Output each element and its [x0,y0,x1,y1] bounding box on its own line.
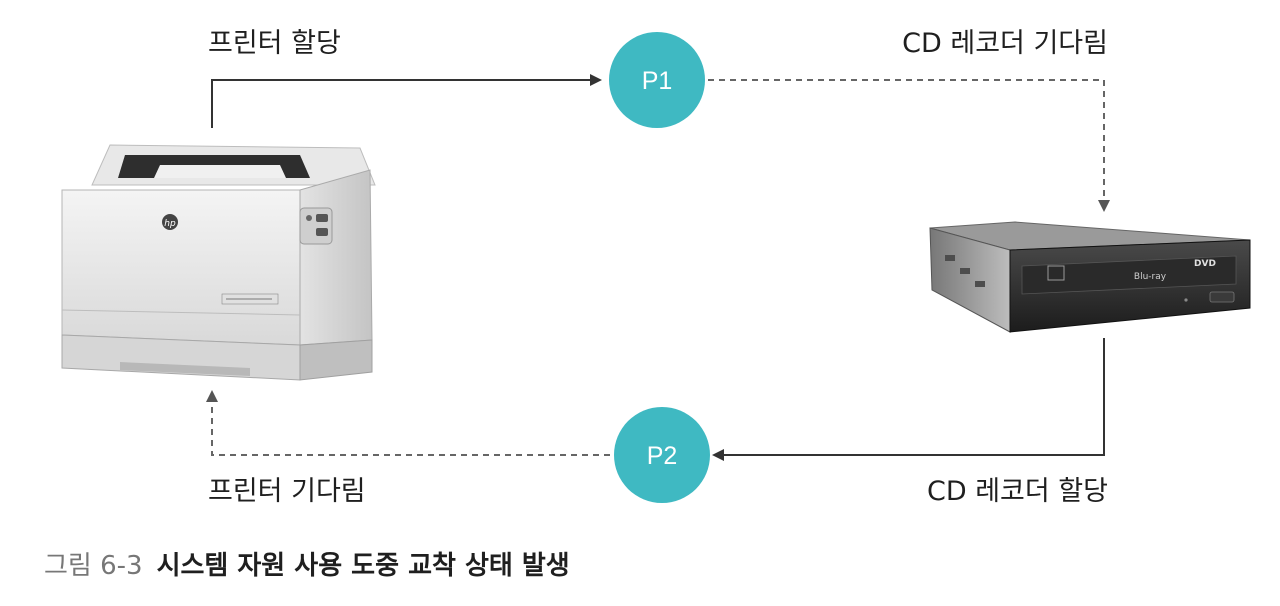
cd-recorder-image: Blu-ray DVD [929,221,1251,333]
edge-p1-to-cd [708,79,1110,212]
deadlock-diagram: 프린터 할당 CD 레코더 기다림 CD 레코더 할당 프린터 기다림 P1 P… [61,28,1251,507]
label-printer-waiting: 프린터 기다림 [208,476,366,507]
label-printer-allocated: 프린터 할당 [208,28,341,59]
figure-title: 시스템 자원 사용 도중 교착 상태 발생 [156,551,570,581]
node-p1-label: P1 [642,67,673,95]
label-cd-waiting: CD 레코더 기다림 [902,28,1108,59]
node-p2-label: P2 [647,442,678,470]
edge-cd-to-p2 [712,338,1105,461]
drive-brand: Blu-ray [1134,272,1167,282]
edge-p2-to-printer [206,390,610,456]
edge-printer-to-p1 [211,74,602,128]
drive-badge: DVD [1194,259,1216,269]
node-p2: P2 [614,407,710,503]
figure-caption: 그림 6-3 시스템 자원 사용 도중 교착 상태 발생 [44,545,570,582]
label-cd-allocated: CD 레코더 할당 [927,476,1108,507]
printer-brand: hp [164,219,176,229]
node-p1: P1 [609,32,705,128]
printer-image: hp [61,144,376,381]
figure-number: 그림 6-3 [44,551,143,581]
